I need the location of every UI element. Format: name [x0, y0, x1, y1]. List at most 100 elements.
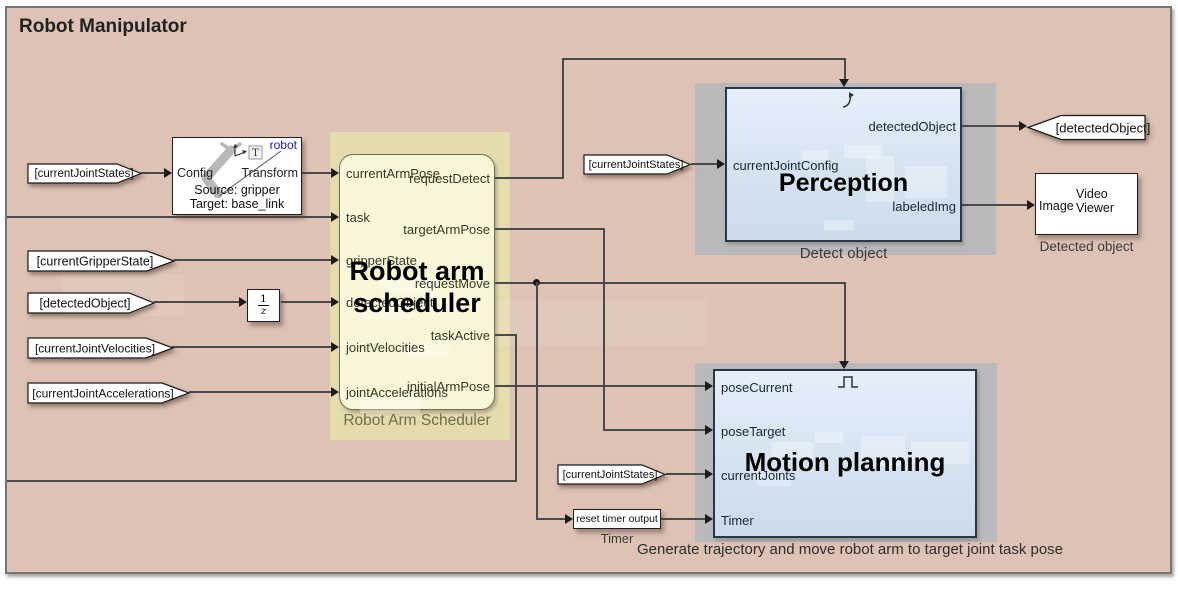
arrowhead [239, 297, 247, 307]
wire-currentJointStates-to-motion[interactable] [666, 473, 705, 475]
port-label-jointAccelerations: jointAccelerations [346, 385, 448, 400]
timer-caption: Timer [600, 531, 634, 546]
wire-requestMove-seg1[interactable] [495, 282, 846, 284]
arrowhead [839, 361, 849, 369]
scheduler-name-line2: scheduler [353, 288, 481, 318]
from-tag-currentJointStates-perception[interactable]: [currentJointStates] [583, 154, 692, 175]
arrowhead [705, 381, 713, 391]
svg-text:[currentJointStates]: [currentJointStates] [589, 159, 684, 171]
transform-T-icon [248, 145, 263, 160]
unit-delay-block[interactable]: 1 z [247, 289, 280, 322]
viewer-caption: Detected object [1039, 239, 1134, 254]
svg-text:[currentJointAccelerations]: [currentJointAccelerations] [32, 387, 173, 401]
wire-detectedObject-out[interactable] [962, 125, 1019, 127]
port-label-requestMove: requestMove [414, 276, 490, 291]
wire-labeledImg-out[interactable] [962, 204, 1027, 206]
port-label-detectedObject: detectedObject [346, 295, 434, 310]
diagram-canvas: Robot Manipulator [5, 6, 1172, 574]
wire-jointAccelerations[interactable] [189, 391, 331, 393]
pulse-trigger-icon [838, 376, 858, 388]
wire-timer[interactable] [661, 518, 705, 520]
ghost-content [802, 150, 828, 160]
ghost-content [844, 145, 882, 158]
port-label-task: task [346, 210, 370, 225]
arrowhead [331, 387, 339, 397]
svg-text:[detectedObject]: [detectedObject] [39, 297, 130, 311]
transform-annotation: robot [269, 138, 297, 152]
robot-arm-scheduler-block[interactable]: currentArmPose task gripperState detecte… [339, 154, 495, 413]
arrowhead [331, 168, 339, 178]
wire-gripperState[interactable] [174, 259, 331, 261]
arrowhead [705, 469, 713, 479]
svg-text:T: T [252, 148, 259, 159]
wire-requestDetect-seg1[interactable] [495, 177, 564, 179]
wire-requestMove-branch-h[interactable] [536, 518, 565, 520]
motion-planning-block[interactable]: poseCurrent poseTarget currentJoints Tim… [713, 369, 977, 538]
transform-detail-target: Target: base_link [189, 197, 285, 211]
wire-jointVelocities[interactable] [172, 346, 331, 348]
scheduler-name-line1: Robot arm [349, 256, 485, 286]
arrowhead [331, 297, 339, 307]
wire-targetArmPose-seg2[interactable] [603, 228, 605, 431]
from-tag-currentJointStates[interactable]: [currentJointStates] [27, 163, 143, 184]
wire-taskActive-seg1[interactable] [495, 334, 517, 336]
viewer-name-line2: Viewer [1076, 201, 1114, 215]
svg-text:[detectedObject]: [detectedObject] [1056, 121, 1151, 136]
port-label-initialArmPose: initialArmPose [406, 379, 490, 394]
ghost-content [905, 166, 947, 198]
arrowhead [705, 425, 713, 435]
port-label-transform: Transform [241, 166, 299, 180]
unit-delay-denominator: z [257, 305, 270, 317]
wire-requestDetect-seg4[interactable] [844, 58, 846, 79]
wire-targetArmPose-seg3[interactable] [603, 429, 705, 431]
ghost-content [380, 277, 438, 293]
from-tag-currentJointStates-motion[interactable]: [currentJointStates] [557, 464, 667, 485]
goto-tag-detectedObject[interactable]: [detectedObject] [1026, 114, 1150, 141]
wire-requestDetect-seg2[interactable] [562, 58, 564, 179]
arrowhead [1027, 200, 1035, 210]
svg-text:[currentJointVelocities]: [currentJointVelocities] [35, 342, 155, 356]
ghost-content [815, 432, 843, 443]
reset-timer-output-block[interactable]: reset timer output [573, 509, 661, 529]
port-label-poseTarget: poseTarget [721, 424, 786, 439]
svg-text:[currentGripperState]: [currentGripperState] [37, 255, 154, 269]
wire-taskActive-seg2[interactable] [515, 334, 517, 481]
function-call-trigger-icon [842, 92, 854, 108]
arrowhead [565, 514, 573, 524]
motion-caption: Generate trajectory and move robot arm t… [636, 541, 1064, 558]
ghost-content [771, 442, 813, 458]
wire-task[interactable] [7, 216, 331, 218]
wire-delay-to-scheduler[interactable] [281, 301, 331, 303]
wire-detectedObject-to-delay[interactable] [154, 301, 239, 303]
motion-planning-name: Motion planning [744, 447, 946, 477]
wire-taskActive-seg3[interactable] [7, 480, 517, 482]
viewer-name-line1: Video [1076, 187, 1108, 201]
wire-requestMove-seg2[interactable] [844, 282, 846, 361]
from-tag-detectedObject[interactable]: [detectedObject] [27, 292, 156, 314]
arrowhead [1019, 121, 1027, 131]
wire-currentJointStates-to-config[interactable] [141, 172, 164, 174]
wire-requestMove-branch-v[interactable] [536, 282, 538, 519]
wire-targetArmPose-seg1[interactable] [495, 228, 605, 230]
arrowhead [839, 79, 849, 87]
perception-block[interactable]: currentJointConfig detectedObject labele… [725, 87, 962, 242]
wire-currentJointStates-to-perception[interactable] [691, 163, 717, 165]
from-tag-currentJointAccelerations[interactable]: [currentJointAccelerations] [27, 382, 191, 404]
arrowhead [331, 255, 339, 265]
unit-delay-numerator: 1 [260, 293, 267, 305]
ghost-content [406, 345, 450, 357]
wire-transform-to-currentArmPose[interactable] [302, 172, 331, 174]
video-viewer-block[interactable]: Image Video Viewer [1035, 173, 1138, 235]
from-tag-currentJointVelocities[interactable]: [currentJointVelocities] [27, 337, 175, 359]
transform-block[interactable]: T robot Config Transform Source: gripper… [172, 137, 302, 215]
background-patch [480, 300, 706, 346]
wire-initialArmPose[interactable] [495, 385, 705, 387]
port-label-currentJointConfig: currentJointConfig [733, 158, 839, 173]
port-label-labeledImg: labeledImg [892, 199, 956, 214]
scheduler-caption: Robot Arm Scheduler [343, 412, 491, 429]
from-tag-currentGripperState[interactable]: [currentGripperState] [27, 250, 176, 272]
arrowhead [705, 514, 713, 524]
wire-requestDetect-seg3[interactable] [562, 58, 846, 60]
transform-detail-source: Source: gripper [194, 183, 280, 197]
port-label-detectedObject-out: detectedObject [868, 119, 956, 134]
